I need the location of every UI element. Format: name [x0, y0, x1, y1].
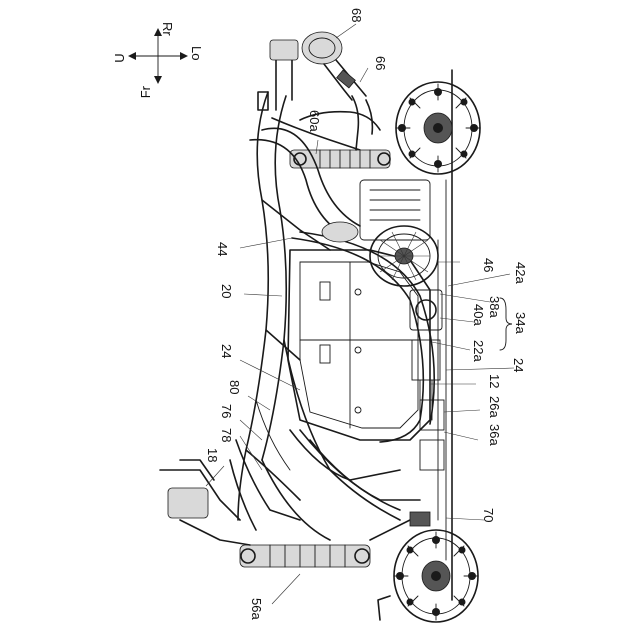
- ref-60a: 60a: [307, 110, 322, 132]
- ref-20: 20: [219, 284, 234, 298]
- ref-42a: 42a: [513, 262, 528, 284]
- ref-70: 70: [481, 508, 496, 522]
- ref-78: 78: [219, 428, 234, 442]
- exhaust-pipe: [250, 128, 360, 242]
- direction-rear-label: Rr: [160, 22, 175, 36]
- orientation-cross: Rr Fr U Lo: [112, 22, 204, 98]
- ref-46: 46: [481, 258, 496, 272]
- rear-wheel: [396, 82, 480, 174]
- ref-22a: 22a: [471, 340, 486, 362]
- ref-24-left: 24: [219, 344, 234, 358]
- ref-68: 68: [349, 8, 364, 22]
- ref-66: 66: [373, 56, 388, 70]
- ref-56a: 56a: [249, 598, 264, 620]
- ref-34a: 34a: [513, 312, 528, 334]
- ref-24-right: 24: [511, 358, 526, 372]
- intake-duct: [302, 32, 372, 150]
- leader-lines: [206, 24, 514, 604]
- ref-44: 44: [215, 242, 230, 256]
- ref-18: 18: [205, 448, 220, 462]
- ref-80: 80: [227, 380, 242, 394]
- lower-frame-rail: [438, 70, 452, 600]
- ref-12: 12: [487, 374, 502, 388]
- direction-front-label: Fr: [138, 85, 153, 98]
- direction-lower-label: Lo: [189, 46, 204, 60]
- ref-36a: 36a: [487, 424, 502, 446]
- drivetrain: [410, 290, 442, 420]
- ref-38a: 38a: [487, 296, 502, 318]
- direction-up-label: U: [112, 53, 127, 62]
- ref-26a: 26a: [487, 396, 502, 418]
- ref-40a: 40a: [471, 304, 486, 326]
- rear-shock-absorber: [290, 112, 390, 168]
- ref-76: 76: [219, 404, 234, 418]
- front-wheel: [394, 530, 478, 622]
